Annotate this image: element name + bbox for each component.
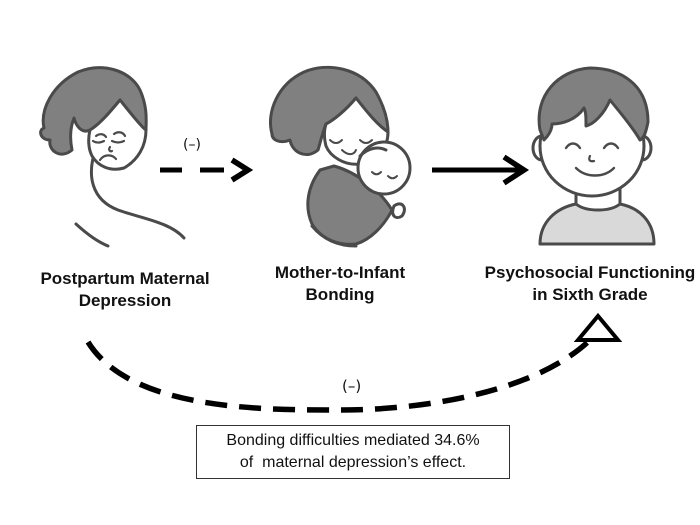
node-label-depression: Postpartum Maternal Depression xyxy=(20,268,230,312)
node-label-bonding: Mother-to-Infant Bonding xyxy=(250,262,430,306)
mother-hugging-baby-icon xyxy=(269,65,412,248)
edge-sign-direct: (–) xyxy=(342,377,362,395)
label-line: Psychosocial Functioning xyxy=(484,263,696,282)
arrow-depression-to-bonding xyxy=(160,157,254,183)
arrow-bonding-to-psychosocial xyxy=(432,154,530,186)
label-line: Postpartum Maternal xyxy=(40,269,210,288)
node-label-psychosocial: Psychosocial Functioning in Sixth Grade xyxy=(470,262,700,306)
label-line: in Sixth Grade xyxy=(532,285,648,304)
arrow-depression-to-psychosocial xyxy=(85,312,623,413)
edge-sign-bonding: (–) xyxy=(183,137,201,153)
note-line: of maternal depression’s effect. xyxy=(239,454,467,471)
label-line: Mother-to-Infant xyxy=(274,263,406,282)
note-line: Bonding difficulties mediated 34.6% xyxy=(226,432,480,449)
smiling-child-icon xyxy=(531,66,656,246)
mediation-note-box: Bonding difficulties mediated 34.6% of m… xyxy=(196,425,510,479)
label-line: Depression xyxy=(78,291,172,310)
sad-mother-icon xyxy=(39,66,186,248)
label-line: Bonding xyxy=(305,285,375,304)
